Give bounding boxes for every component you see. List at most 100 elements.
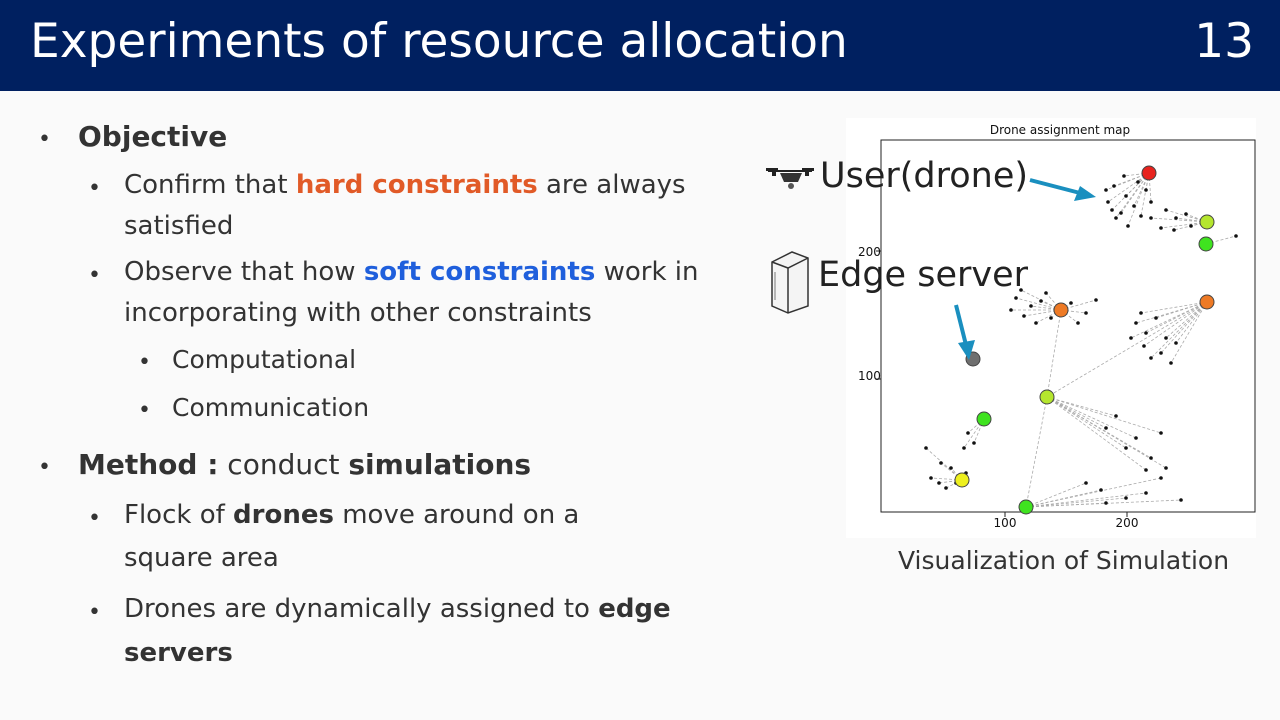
drone-point xyxy=(1144,188,1148,192)
drone-point xyxy=(1069,301,1073,305)
drone-point xyxy=(1124,194,1128,198)
drone-point xyxy=(1104,501,1108,505)
drone-point xyxy=(1076,321,1080,325)
drone-point xyxy=(1104,426,1108,430)
drone-point xyxy=(1169,361,1173,365)
assignment-link xyxy=(1150,217,1208,223)
assignment-link xyxy=(1046,396,1117,417)
assignment-link xyxy=(1046,396,1137,439)
drone-point xyxy=(1094,298,1098,302)
assignment-link xyxy=(1025,396,1048,508)
assignment-link xyxy=(1115,172,1150,219)
drone-icon xyxy=(766,168,814,189)
sub-item-communication: Communication xyxy=(172,393,370,422)
drone-point xyxy=(1149,216,1153,220)
drone-point xyxy=(1134,436,1138,440)
assignment-link xyxy=(1046,301,1208,398)
edge-server-marker xyxy=(976,411,992,427)
soft-constraints-highlight: soft constraints xyxy=(363,257,596,287)
drone-point xyxy=(1172,228,1176,232)
assignment-link xyxy=(1160,221,1208,229)
drone-assignment-figure: Drone assignment map 200 100 100 200 xyxy=(846,118,1256,538)
drone-point xyxy=(1114,216,1118,220)
drone-point xyxy=(1124,446,1128,450)
drone-point xyxy=(1159,431,1163,435)
user-drone-label: User(drone) xyxy=(820,156,1029,196)
method-item-2-cont: servers xyxy=(124,638,233,668)
bullet-dot: • xyxy=(88,600,101,625)
assignment-link xyxy=(1105,172,1150,191)
drone-point xyxy=(1114,414,1118,418)
drone-point xyxy=(1049,316,1053,320)
assignment-link xyxy=(1107,172,1150,203)
assignment-link xyxy=(940,462,963,481)
drone-point xyxy=(937,481,941,485)
drone-point xyxy=(1084,311,1088,315)
drone-point xyxy=(1149,456,1153,460)
assignment-link xyxy=(1060,309,1079,324)
assignment-link xyxy=(1155,301,1208,319)
plot-frame xyxy=(880,139,1256,513)
method-heading: Method : conduct simulations xyxy=(78,448,531,481)
assignment-link xyxy=(1046,396,1127,449)
edge-server-marker xyxy=(1053,302,1069,318)
text: Confirm that xyxy=(124,170,296,200)
text: Drones are dynamically assigned to xyxy=(124,594,599,624)
assignment-link xyxy=(1170,301,1208,364)
edge-server-marker xyxy=(954,472,970,488)
drone-point xyxy=(1132,204,1136,208)
drone-point xyxy=(1126,224,1130,228)
drone-point xyxy=(1179,498,1183,502)
plot-title: Drone assignment map xyxy=(990,123,1130,137)
drone-point xyxy=(962,446,966,450)
drone-point xyxy=(944,486,948,490)
server-arrow xyxy=(954,304,975,360)
drone-point xyxy=(1142,344,1146,348)
method-item-1-cont: square area xyxy=(124,543,279,573)
drone-point xyxy=(1144,491,1148,495)
assignment-link xyxy=(1185,213,1208,223)
bullet-dot: • xyxy=(38,127,51,152)
slide-title: Experiments of resource allocation xyxy=(30,14,848,69)
assignment-link xyxy=(1025,482,1087,508)
drone-point xyxy=(1189,224,1193,228)
drone-point xyxy=(929,476,933,480)
edge-bold: edge xyxy=(598,594,671,624)
drone-point xyxy=(939,461,943,465)
assignment-link xyxy=(1127,172,1150,227)
assignment-link xyxy=(1160,301,1208,354)
drone-point xyxy=(1159,351,1163,355)
assignment-link xyxy=(1120,172,1150,214)
drone-point xyxy=(1174,341,1178,345)
objective-item-2-cont: incorporating with other constraints xyxy=(124,298,592,328)
drone-point xyxy=(1139,311,1143,315)
x-tick-label-200: 200 xyxy=(1116,516,1139,530)
drone-point xyxy=(1164,466,1168,470)
edge-server-marker xyxy=(1018,499,1034,515)
method-item-2: Drones are dynamically assigned to edge xyxy=(124,594,671,624)
y-tick-label-200: 200 xyxy=(858,245,881,259)
text: conduct xyxy=(218,448,349,481)
drone-point xyxy=(1134,321,1138,325)
user-arrow xyxy=(1029,178,1096,201)
edge-server-marker xyxy=(1199,294,1215,310)
assignment-link xyxy=(1040,300,1062,311)
assignment-link xyxy=(1150,301,1208,359)
drone-point xyxy=(1124,496,1128,500)
edge-server-marker xyxy=(1198,236,1214,252)
assignment-link xyxy=(1130,301,1208,339)
drone-point xyxy=(1014,296,1018,300)
assignment-link xyxy=(1060,309,1087,314)
assignment-link xyxy=(1015,297,1062,311)
drone-point xyxy=(924,446,928,450)
assignment-link xyxy=(1025,492,1147,508)
text: Flock of xyxy=(124,500,234,530)
assignment-link xyxy=(1025,497,1127,508)
assignment-link xyxy=(925,447,963,481)
page-number: 13 xyxy=(1194,14,1254,69)
drone-point xyxy=(1164,336,1168,340)
drone-point xyxy=(1122,174,1126,178)
drone-point xyxy=(1174,216,1178,220)
figure-caption: Visualization of Simulation xyxy=(898,546,1230,575)
edge-server-marker xyxy=(1039,389,1055,405)
